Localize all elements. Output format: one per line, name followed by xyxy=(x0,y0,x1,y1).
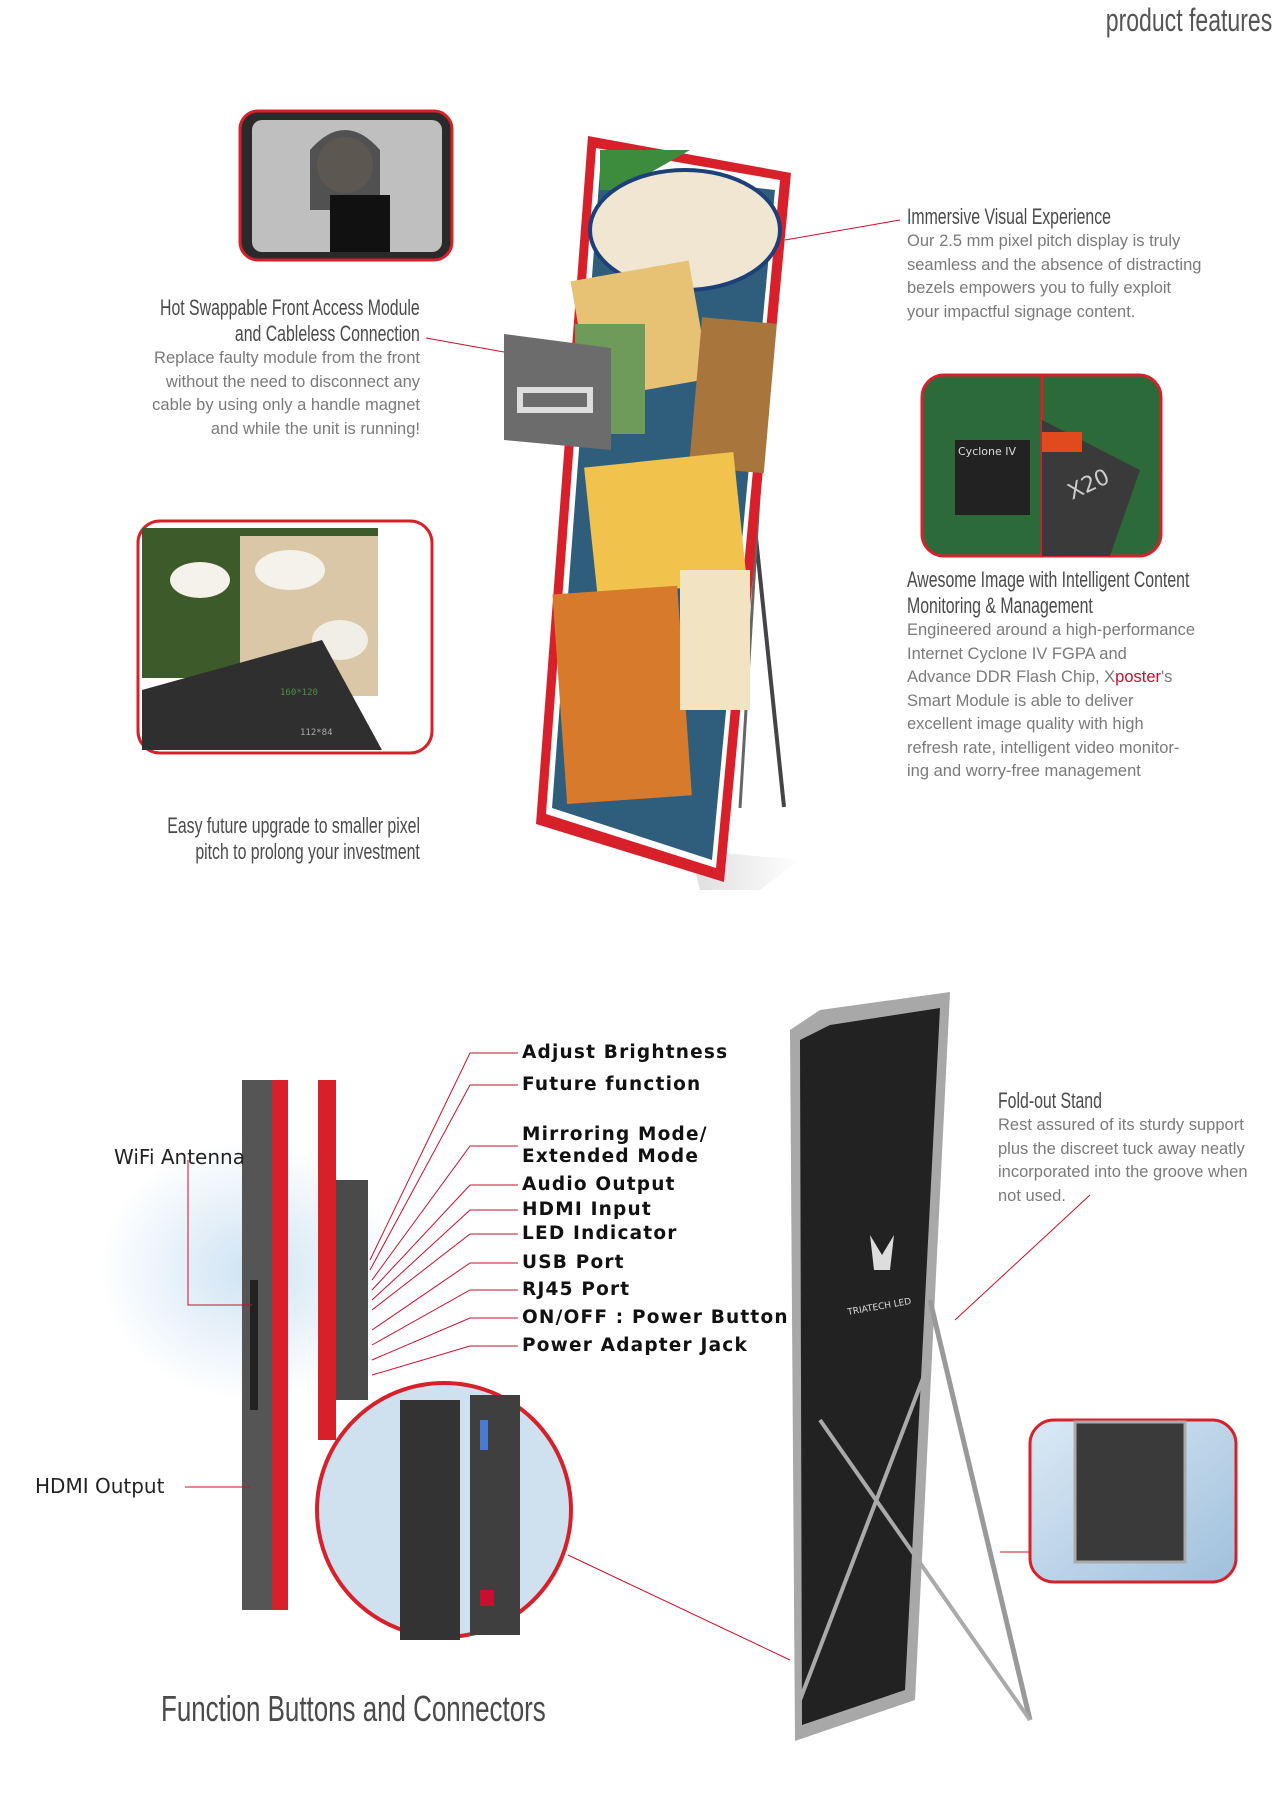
foldout-heading: Fold-out Stand xyxy=(998,1088,1102,1113)
connector-callout-lines xyxy=(185,1052,1091,1661)
immersive-body-4: your impactful signage content. xyxy=(907,302,1136,321)
connector-hdmi-input: HDMI Input xyxy=(522,1199,652,1220)
connector-power-adapter-jack: Power Adapter Jack xyxy=(522,1335,748,1356)
foldout-body-4: not used. xyxy=(998,1186,1066,1205)
upgrade-feature: Easy future upgrade to smaller pixel pit… xyxy=(40,813,420,865)
upgrade-heading-1: Easy future upgrade to smaller pixel xyxy=(167,813,420,838)
callout-lines xyxy=(425,219,901,353)
connector-led-indicator: LED Indicator xyxy=(522,1223,678,1244)
foldout-body-1: Rest assured of its sturdy support xyxy=(998,1116,1244,1134)
lily-label-2: 112*84 xyxy=(300,728,333,738)
hot-swap-heading-2: and Cableless Connection xyxy=(235,321,420,346)
immersive-body-3: bezels empowers you to fully exploit xyxy=(907,279,1172,297)
awesome-body-6: refresh rate, intelligent video monitor- xyxy=(907,738,1180,757)
awesome-body-7: ing and worry-free management xyxy=(907,762,1141,780)
immersive-heading: Immersive Visual Experience xyxy=(907,204,1111,229)
hot-swap-body-3: cable by using only a handle magnet xyxy=(152,396,420,414)
poster-display-front xyxy=(536,136,800,890)
model-photo xyxy=(238,109,454,262)
wifi-antenna-label: WiFi Antenna xyxy=(114,1145,245,1169)
foldout-feature: Fold-out Stand Rest assured of its sturd… xyxy=(998,1088,1278,1208)
connectors-section-title: Function Buttons and Connectors xyxy=(161,1688,546,1729)
awesome-image-feature: Awesome Image with Intelligent Content M… xyxy=(907,567,1277,784)
awesome-body-1: Engineered around a high-performance xyxy=(907,621,1196,639)
hdmi-output-label: HDMI Output xyxy=(35,1474,165,1498)
hot-swap-body-2: without the need to disconnect any xyxy=(165,372,420,391)
page-title: product features xyxy=(1105,2,1273,38)
swappable-module xyxy=(504,324,645,450)
awesome-body-3: Advance DDR Flash Chip, Xposter's xyxy=(907,668,1173,686)
awesome-heading-1: Awesome Image with Intelligent Content xyxy=(907,567,1190,592)
side-view xyxy=(100,1080,573,1640)
brand-name: poster xyxy=(1115,668,1162,686)
hot-swap-body-1: Replace faulty module from the front xyxy=(154,349,420,367)
chip-label-1: Cyclone IV xyxy=(958,445,1017,458)
awesome-body-4: Smart Module is able to deliver xyxy=(907,691,1134,710)
foldout-body-2: plus the discreet tuck away neatly xyxy=(998,1139,1245,1158)
connector-usb-port: USB Port xyxy=(522,1252,625,1273)
upgrade-heading-2: pitch to prolong your investment xyxy=(195,839,420,864)
immersive-feature: Immersive Visual Experience Our 2.5 mm p… xyxy=(907,204,1277,324)
hot-swap-feature: Hot Swappable Front Access Module and Ca… xyxy=(40,295,420,441)
immersive-body-2: seamless and the absence of distracting xyxy=(907,255,1202,274)
hot-swap-body-4: and while the unit is running! xyxy=(210,419,420,438)
hot-swap-heading-1: Hot Swappable Front Access Module xyxy=(160,295,420,320)
connector-audio-output: Audio Output xyxy=(522,1174,676,1195)
wifi-antenna-icon xyxy=(250,1280,258,1410)
connector-extended-mode: Extended Mode xyxy=(522,1146,700,1167)
awesome-body-2: Internet Cyclone IV FGPA and xyxy=(907,644,1127,663)
foldout-stand-photo xyxy=(1028,1418,1238,1584)
connector-rj45-port: RJ45 Port xyxy=(522,1279,631,1300)
awesome-body-5: excellent image quality with high xyxy=(907,715,1144,733)
lily-label-1: 160*120 xyxy=(280,688,318,698)
foldout-body-3: incorporated into the groove when xyxy=(998,1163,1248,1181)
awesome-heading-2: Monitoring & Management xyxy=(907,593,1093,618)
connector-adjust-brightness: Adjust Brightness xyxy=(522,1042,729,1063)
poster-display-back: TRIATECH LED xyxy=(790,992,1033,1741)
pixel-pitch-photo: 160*120 112*84 xyxy=(136,519,434,755)
immersive-body-1: Our 2.5 mm pixel pitch display is truly xyxy=(907,232,1181,250)
chip-photo: Cyclone IV X20 xyxy=(920,373,1163,558)
connector-mirroring-mode: Mirroring Mode/ xyxy=(522,1124,708,1145)
connector-power-button: ON/OFF : Power Button xyxy=(522,1307,789,1328)
connector-future-function: Future function xyxy=(522,1074,702,1095)
